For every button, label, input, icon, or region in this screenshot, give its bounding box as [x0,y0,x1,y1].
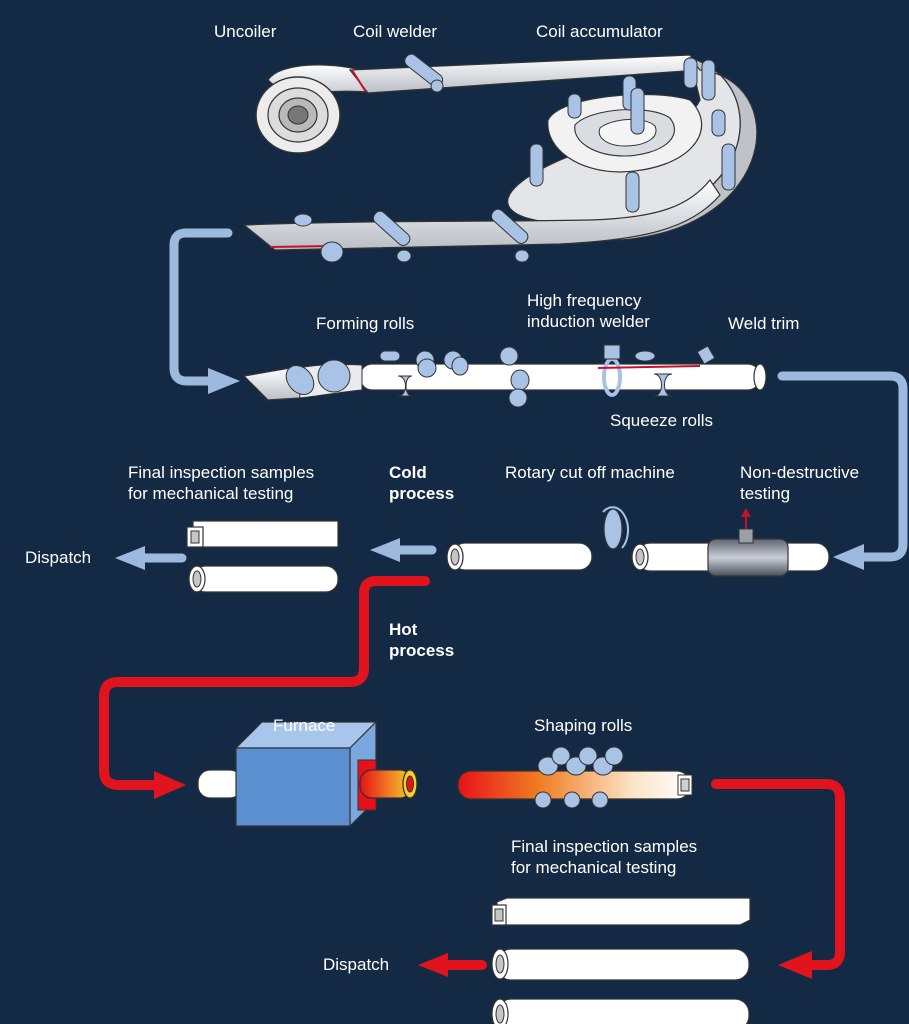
pipe-under-ndt [631,508,830,577]
rotary-cut-off-machine [602,506,630,550]
label-uncoiler: Uncoiler [214,22,277,41]
label-final-inspection-hot: Final inspection samples for mechanical … [511,837,698,877]
label-coil-accumulator: Coil accumulator [536,22,663,41]
squeeze-rolls [634,350,673,397]
label-dispatch-hot: Dispatch [323,955,390,974]
cold-flow-arrows [135,228,908,563]
hot-arrow-heads [154,771,812,979]
inspection-samples-hot [491,897,751,1024]
label-forming-rolls: Forming rolls [316,314,415,333]
label-shaping-rolls: Shaping rolls [534,716,633,735]
cold-arrow-heads [115,368,864,570]
flow-arrow-shaping-to-dispatch [711,779,845,970]
inspection-samples-cold [186,520,339,593]
shaping-rolls [534,746,624,809]
label-dispatch-cold: Dispatch [25,548,92,567]
label-weld-trim: Weld trim [728,314,800,333]
shaping-pipe [457,770,693,800]
label-coil-welder: Coil welder [353,22,438,41]
flow-arrow-weldtrim-to-ndt [777,371,908,562]
coil-welder [404,53,444,93]
label-hf-induction-welder: High frequency induction welder [527,291,650,331]
label-hot-process: Hot process [389,620,455,660]
forming-rolls [285,346,530,408]
coil-accumulator [507,56,758,241]
label-rotary-cut-off: Rotary cut off machine [505,463,675,482]
flow-arrow-coil-to-forming [169,228,233,386]
furnace [197,720,418,828]
flow-arrow-cut-to-furnace [99,576,430,790]
strip-to-forming [242,178,721,263]
uncoiler [255,64,371,154]
label-non-destructive-testing: Non-destructive testing [740,463,860,503]
label-cold-process: Cold process [389,463,455,503]
weld-trim-tool [696,345,716,365]
label-final-inspection-cold: Final inspection samples for mechanical … [128,463,315,503]
hf-induction-welder [597,344,701,397]
label-furnace: Furnace [273,716,336,735]
label-squeeze-rolls: Squeeze rolls [610,411,714,430]
cut-pipe-cold [446,542,593,571]
coil-strip-to-accumulator [348,54,702,94]
